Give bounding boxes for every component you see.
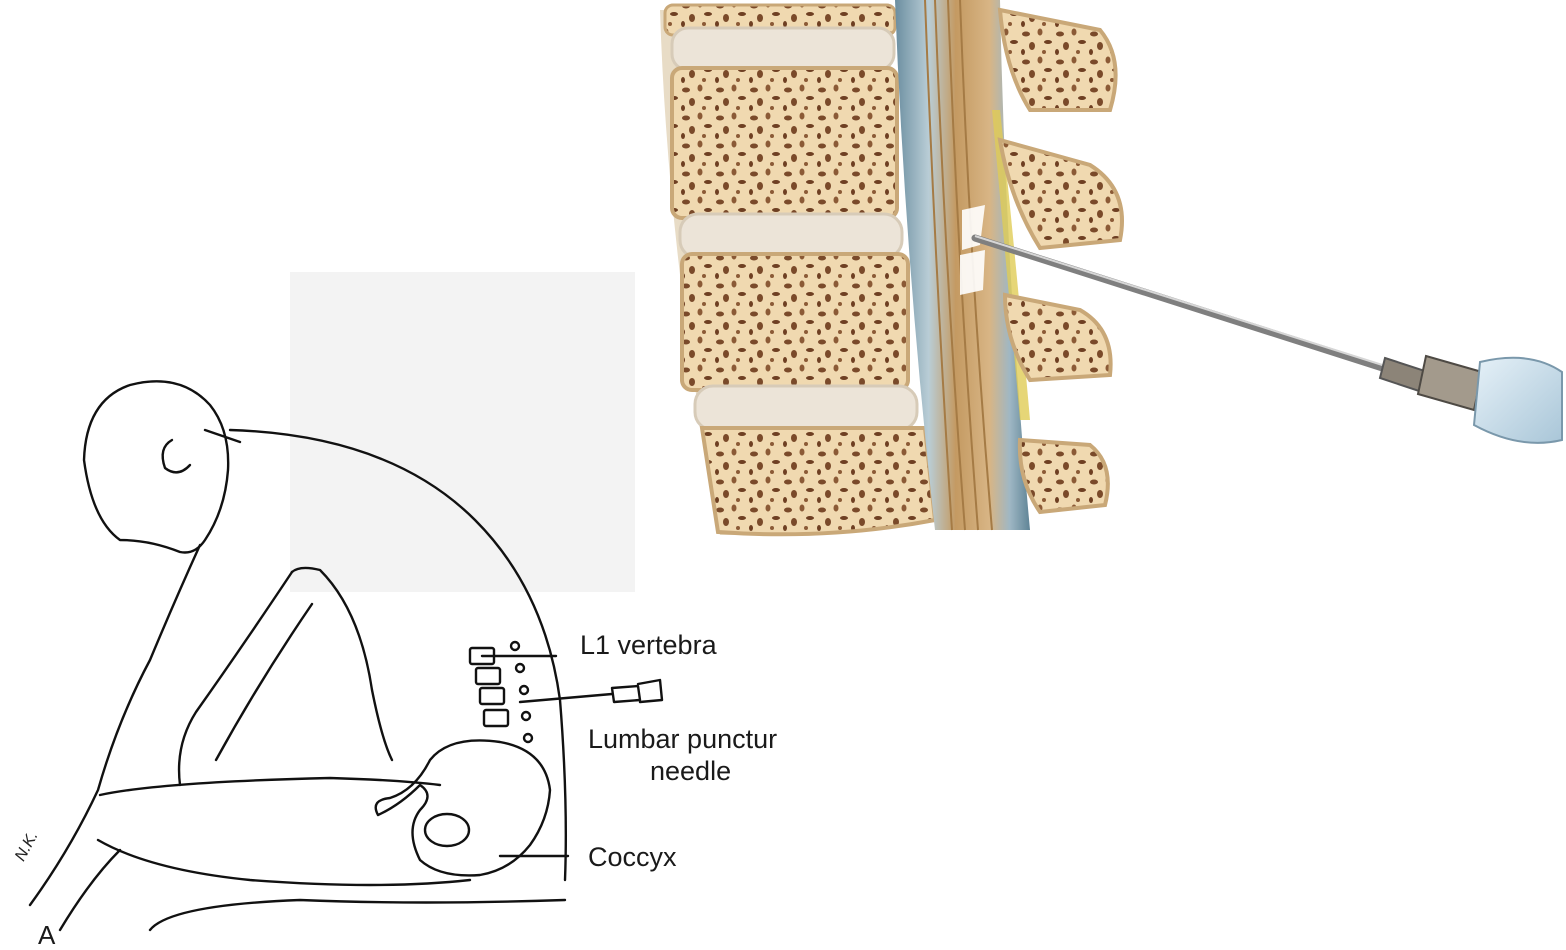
drawing-needle-shaft bbox=[520, 694, 612, 702]
patient-arm bbox=[292, 568, 392, 760]
vertebral-body bbox=[682, 254, 908, 390]
label-lumbar-puncture-needle: Lumbar punctur needle bbox=[588, 724, 810, 788]
patient-thigh bbox=[100, 778, 440, 795]
spinous-process bbox=[1020, 440, 1108, 512]
vertebra-box bbox=[484, 710, 508, 726]
intervertebral-disc bbox=[680, 214, 902, 258]
spine-section-illustration bbox=[660, 0, 1562, 535]
scan-background-patch bbox=[290, 272, 635, 592]
patient-neck-line bbox=[205, 430, 240, 442]
patient-ear bbox=[163, 440, 190, 472]
spinous-process bbox=[1000, 10, 1116, 110]
intervertebral-disc bbox=[695, 386, 917, 430]
spinous-dot bbox=[522, 712, 530, 720]
spinous-dot bbox=[520, 686, 528, 694]
vertebra-box bbox=[476, 668, 500, 684]
spinous-dot bbox=[511, 642, 519, 650]
vertebral-body bbox=[702, 428, 935, 534]
spinous-dot bbox=[524, 734, 532, 742]
spinous-process bbox=[1005, 295, 1111, 380]
vertebral-body bbox=[672, 68, 897, 218]
patient-chest bbox=[30, 545, 200, 905]
panel-letter: A bbox=[38, 920, 55, 950]
needle-hub-metal bbox=[1418, 356, 1482, 410]
patient-leg bbox=[60, 850, 120, 930]
patient-head bbox=[84, 381, 228, 552]
label-l1-vertebra: L1 vertebra bbox=[580, 630, 717, 660]
patient-forearm bbox=[179, 572, 292, 785]
pelvis-foramen bbox=[425, 814, 469, 846]
label-needle-line-2: needle bbox=[650, 756, 731, 786]
patient-upper-arm bbox=[216, 604, 312, 760]
spinous-process bbox=[1000, 140, 1122, 248]
vertebra-box bbox=[480, 688, 504, 704]
label-coccyx: Coccyx bbox=[588, 842, 677, 872]
drawing-needle-hub bbox=[612, 680, 662, 702]
patient-buttock bbox=[150, 900, 565, 930]
spinous-dot bbox=[516, 664, 524, 672]
needle-hub bbox=[1474, 358, 1562, 443]
label-needle-line-1: Lumbar punctur bbox=[588, 724, 777, 754]
intervertebral-disc bbox=[672, 28, 894, 70]
